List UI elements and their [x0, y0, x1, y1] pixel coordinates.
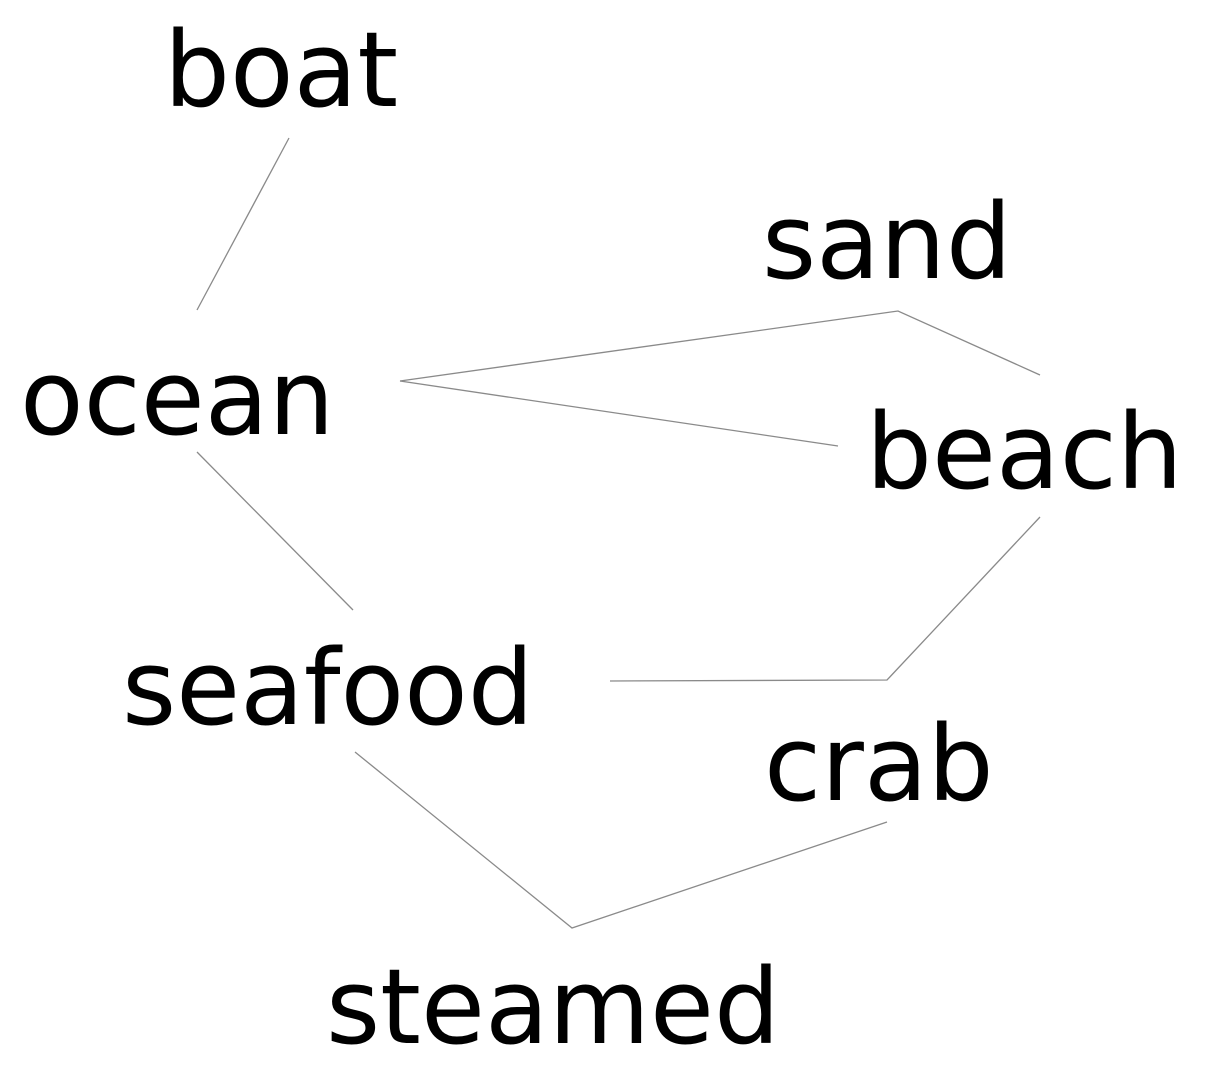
- word-crab: crab: [764, 703, 994, 825]
- word-sand: sand: [762, 181, 1012, 303]
- word-seafood: seafood: [122, 627, 534, 749]
- word-ocean: ocean: [20, 337, 335, 459]
- word-steamed: steamed: [326, 946, 780, 1068]
- link-ocean-sand-beach: [399, 310, 1041, 382]
- link-ocean-beach: [399, 380, 839, 447]
- link-seafood-steamed-crab: [354, 751, 888, 929]
- link-seafood-beach: [609, 516, 1041, 682]
- word-beach: beach: [866, 391, 1183, 513]
- word-boat: boat: [164, 9, 399, 131]
- link-boat-ocean: [196, 137, 290, 311]
- link-ocean-seafood: [196, 451, 354, 611]
